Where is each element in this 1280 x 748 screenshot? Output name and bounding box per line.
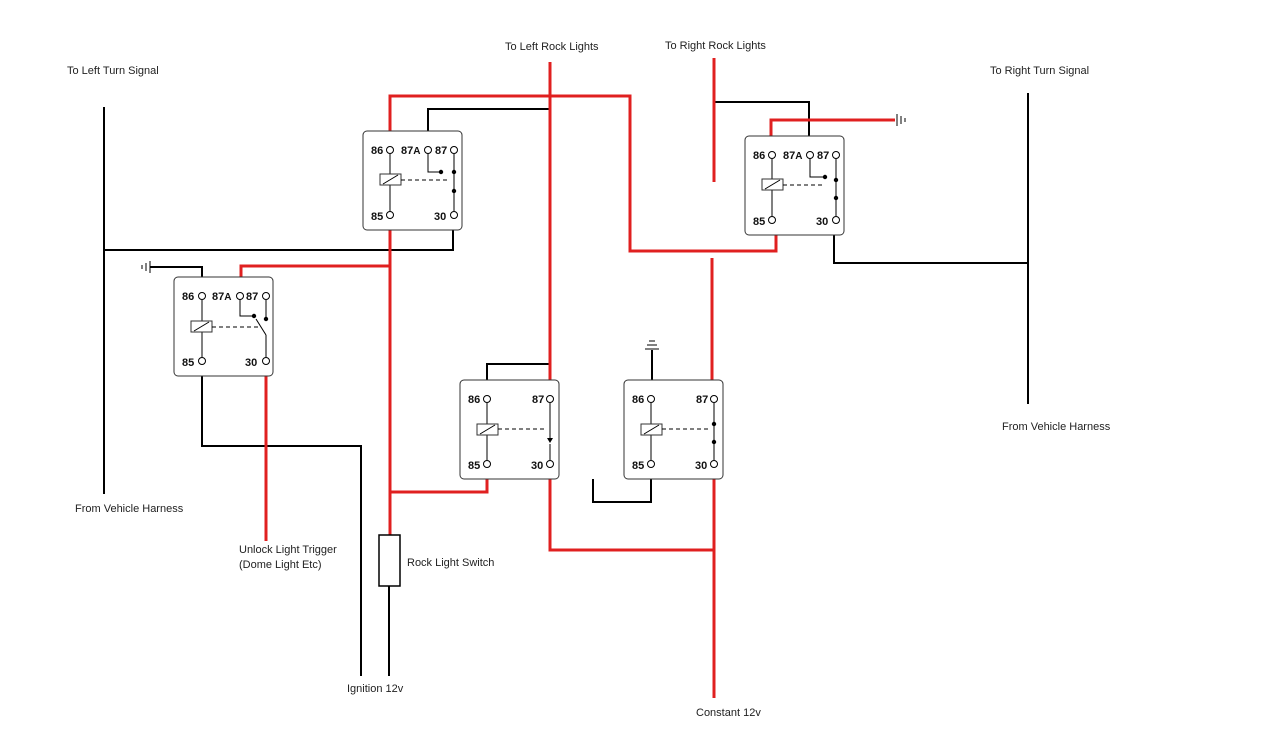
pin-85-label: 85 [468,460,480,472]
pin-30-label: 30 [434,211,446,223]
ground-symbol-left [141,261,151,273]
pin-30-label: 30 [245,357,257,369]
pin-85-label: 85 [371,211,383,223]
rock-light-switch [378,534,401,587]
power-wires [239,58,895,698]
label-unlock-trigger-note: (Dome Light Etc) [239,559,322,571]
pin-86-label: 86 [468,394,480,406]
signal-wires [103,93,1029,676]
label-right-from-harness: From Vehicle Harness [1002,421,1111,433]
relay-bottom-right: 86 87 85 30 [623,379,724,480]
relay-bottom-center: 86 87 85 30 [459,379,560,480]
ground-symbol-top-right [896,114,906,126]
pin-86-label: 86 [182,291,194,303]
ground-symbol-bottom-right [645,340,659,350]
pin-87a-label: 87A [783,150,802,162]
pin-85-label: 85 [182,357,194,369]
pin-87a-label: 87A [212,291,231,303]
pin-30-label: 30 [816,216,828,228]
pin-86-label: 86 [371,145,383,157]
pin-87-label: 87 [817,150,829,162]
label-unlock-trigger: Unlock Light Trigger [239,544,337,556]
label-ignition: Ignition 12v [347,683,404,695]
pin-85-label: 85 [632,460,644,472]
pin-87-label: 87 [246,291,258,303]
label-right-rock-lights: To Right Rock Lights [665,40,766,52]
pin-87-label: 87 [696,394,708,406]
label-left-from-harness: From Vehicle Harness [75,503,184,515]
pin-30-label: 30 [695,460,707,472]
relay-top-center: 86 87A 87 85 30 [362,130,463,231]
label-left-rock-lights: To Left Rock Lights [505,41,599,53]
pin-86-label: 86 [753,150,765,162]
pin-87a-label: 87A [401,145,420,157]
pin-87-label: 87 [435,145,447,157]
relay-left: 86 87A 87 85 30 [173,276,274,377]
pin-87-label: 87 [532,394,544,406]
label-constant: Constant 12v [696,707,761,719]
pin-86-label: 86 [632,394,644,406]
label-rock-light-switch: Rock Light Switch [407,557,494,569]
label-right-turn-signal: To Right Turn Signal [990,65,1089,77]
relay-top-right: 86 87A 87 85 30 [744,135,845,236]
pin-30-label: 30 [531,460,543,472]
label-left-turn-signal: To Left Turn Signal [67,65,159,77]
pin-85-label: 85 [753,216,765,228]
